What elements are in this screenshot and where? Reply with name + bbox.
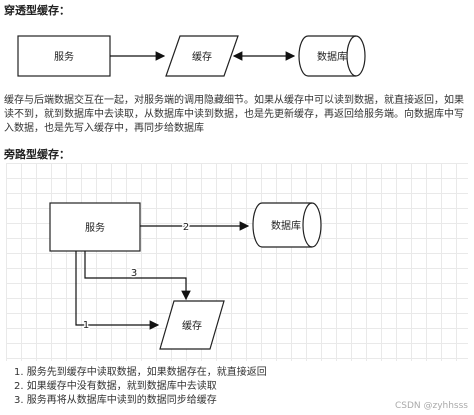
arrow-1-label: 1 [83,320,89,331]
cache-label: 缓存 [192,50,212,63]
arrow-3-label: 3 [131,268,137,279]
list-item: 2. 如果缓存中没有数据，就到数据库中去读取 [14,381,217,392]
bypass-cache-label: 缓存 [182,319,202,332]
arrow-2-label: 2 [183,222,189,233]
bypass-cache-diagram: 服务 2 数据库 3 1 缓存 [6,163,468,361]
arrow-1-service-to-cache [75,251,160,330]
section1-heading: 穿透型缓存： [4,4,70,17]
penetrating-cache-diagram: 服务 缓存 数据库 [6,18,468,92]
cache-shape [165,35,239,77]
bypass-cache-svg: 服务 2 数据库 3 1 缓存 [49,202,322,350]
database-label: 数据库 [317,50,347,63]
service-box [17,35,111,77]
section1-paragraph: 缓存与后端数据交互在一起，对服务端的调用隐藏细节。如果从缓存中可以读到数据，就直… [4,95,464,134]
list-item: 3. 服务再将从数据库中读到的数据同步给缓存 [14,395,217,406]
bypass-service-box [49,202,141,252]
arrow-3-service-to-cache [84,251,191,301]
service-label: 服务 [54,50,74,63]
database-edge [346,35,357,77]
bypass-service-label: 服务 [85,221,105,234]
list-item: 1. 服务先到缓存中读取数据，如果数据存在，就直接返回 [14,367,267,378]
bypass-database-label: 数据库 [271,219,301,232]
penetrating-cache-svg: 服务 缓存 数据库 [17,35,366,77]
bypass-steps-list: 1. 服务先到缓存中读取数据，如果数据存在，就直接返回 2. 如果缓存中没有数据… [14,366,267,408]
bypass-database-edge [302,202,313,248]
section2-heading: 旁路型缓存： [4,148,70,161]
watermark: CSDN @zyhhsss [394,401,468,411]
bypass-cache-shape [159,300,225,350]
